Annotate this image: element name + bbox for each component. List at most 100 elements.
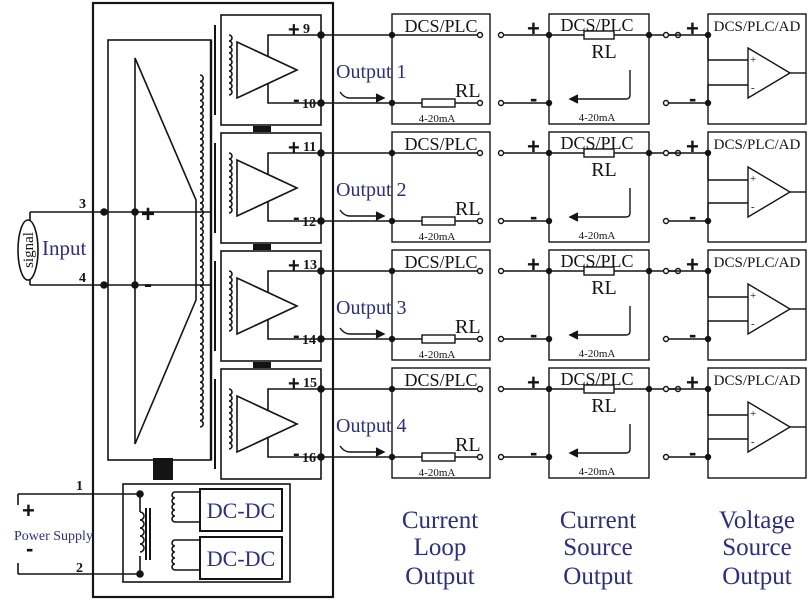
channel-4-pin-minus: 16 (302, 451, 316, 466)
input-pin-minus: 4 (79, 271, 86, 286)
input-label: Input (42, 236, 86, 260)
dc-dc-label-2: DC-DC (207, 546, 275, 571)
voltage-caption-line-2: Source (722, 534, 791, 561)
source-caption-line-3: Output (563, 563, 633, 590)
loop-3-resistor: RL (455, 316, 481, 338)
current-loop-loads (321, 13, 491, 479)
voltage-source-loads (662, 13, 807, 479)
power-minus-sign: - (26, 536, 33, 561)
loop-caption-line-2: Loop (414, 534, 467, 561)
channel-2-plus-sign: + (288, 137, 300, 159)
source-1-resistor: RL (591, 41, 617, 63)
channel-4-pin-plus: 15 (303, 376, 317, 391)
channel-1-pin-minus: 10 (302, 97, 316, 112)
voltage-1-title: DCS/PLC/AD (714, 19, 801, 35)
source-3-resistor: RL (591, 277, 617, 299)
voltage-3-minus: - (689, 322, 696, 347)
source-2-minus: - (530, 204, 537, 229)
dc-dc-converter-2 (199, 536, 283, 580)
dc-dc-converter-1 (199, 488, 283, 532)
input-plus-sign: + (141, 201, 155, 228)
voltage-4-plus: + (686, 370, 699, 395)
signal-label: signal (21, 232, 37, 268)
channel-2 (214, 132, 325, 244)
channel-2-output-label: Output 2 (336, 179, 407, 201)
loop-1-title: DCS/PLC (404, 16, 477, 36)
input-pin-plus: 3 (79, 197, 86, 212)
source-caption-line-2: Source (563, 534, 632, 561)
source-2-title: DCS/PLC (560, 133, 633, 153)
source-3-range: 4-20mA (579, 348, 616, 360)
voltage-3-plus: + (686, 252, 699, 277)
power-pin-plus: 1 (76, 479, 83, 494)
source-4-plus: + (527, 370, 540, 395)
channel-1-minus-sign: - (293, 89, 300, 111)
voltage-caption-line-3: Output (722, 563, 792, 590)
channel-1-output-label: Output 1 (336, 61, 407, 83)
source-4-title: DCS/PLC (560, 369, 633, 389)
svg-text:+: + (750, 290, 756, 302)
current-source-loads (497, 13, 682, 479)
channel-1-plus-sign: + (288, 19, 300, 41)
loop-2-title: DCS/PLC (404, 134, 477, 154)
channel-2-pin-plus: 11 (303, 140, 316, 155)
channel-4-output-label: Output 4 (336, 415, 407, 437)
channel-3 (214, 250, 325, 362)
dc-dc-label-1: DC-DC (207, 498, 275, 523)
voltage-4-minus: - (689, 440, 696, 465)
channel-3-pin-minus: 14 (302, 333, 316, 348)
signal-source-ellipse (17, 219, 39, 281)
channel-2-pin-minus: 12 (302, 215, 316, 230)
power-supply-label: Power Supply (14, 529, 93, 544)
voltage-caption-line-1: Voltage (719, 507, 795, 534)
channel-3-minus-sign: - (293, 325, 300, 347)
channel-4-plus-sign: + (288, 373, 300, 395)
svg-text:-: - (751, 82, 755, 94)
source-4-minus: - (530, 440, 537, 465)
loop-2-resistor: RL (455, 198, 481, 220)
voltage-2-plus: + (686, 134, 699, 159)
svg-text:+: + (750, 173, 756, 185)
source-1-title: DCS/PLC (560, 15, 633, 35)
loop-3-range: 4-20mA (419, 349, 456, 361)
svg-text:-: - (751, 318, 755, 330)
source-4-range: 4-20mA (579, 466, 616, 478)
loop-2-range: 4-20mA (419, 231, 456, 243)
channel-3-pin-plus: 13 (303, 258, 317, 273)
source-1-plus: + (527, 16, 540, 41)
source-1-range: 4-20mA (579, 112, 616, 124)
loop-4-range: 4-20mA (419, 467, 456, 479)
source-1-minus: - (530, 86, 537, 111)
channel-3-plus-sign: + (288, 255, 300, 277)
channel-4-minus-sign: - (293, 443, 300, 465)
power-pin-minus: 2 (76, 561, 83, 576)
voltage-2-minus: - (689, 204, 696, 229)
input-amplifier-triangle (134, 57, 197, 445)
source-caption-line-1: Current (560, 507, 636, 534)
input-minus-sign: - (144, 271, 152, 298)
svg-text:+: + (750, 54, 756, 66)
loop-caption-line-1: Current (402, 507, 478, 534)
svg-text:+: + (750, 408, 756, 420)
loop-1-resistor: RL (455, 80, 481, 102)
source-2-plus: + (527, 134, 540, 159)
source-2-resistor: RL (591, 159, 617, 181)
module-outline (91, 1, 335, 599)
loop-4-resistor: RL (455, 434, 481, 456)
channel-2-minus-sign: - (293, 207, 300, 229)
voltage-1-minus: - (689, 86, 696, 111)
svg-text:-: - (751, 201, 755, 213)
channel-1-pin-plus: 9 (303, 22, 310, 37)
voltage-2-title: DCS/PLC/AD (714, 137, 801, 153)
svg-text:-: - (751, 436, 755, 448)
loop-4-title: DCS/PLC (404, 370, 477, 390)
power-plus-sign: + (22, 498, 35, 523)
channel-3-output-label: Output 3 (336, 297, 407, 319)
source-4-resistor: RL (591, 395, 617, 417)
source-3-minus: - (530, 322, 537, 347)
loop-caption-line-3: Output (405, 563, 475, 590)
source-3-title: DCS/PLC (560, 251, 633, 271)
input-transformer-coil (199, 74, 204, 428)
loop-1-range: 4-20mA (419, 113, 456, 125)
